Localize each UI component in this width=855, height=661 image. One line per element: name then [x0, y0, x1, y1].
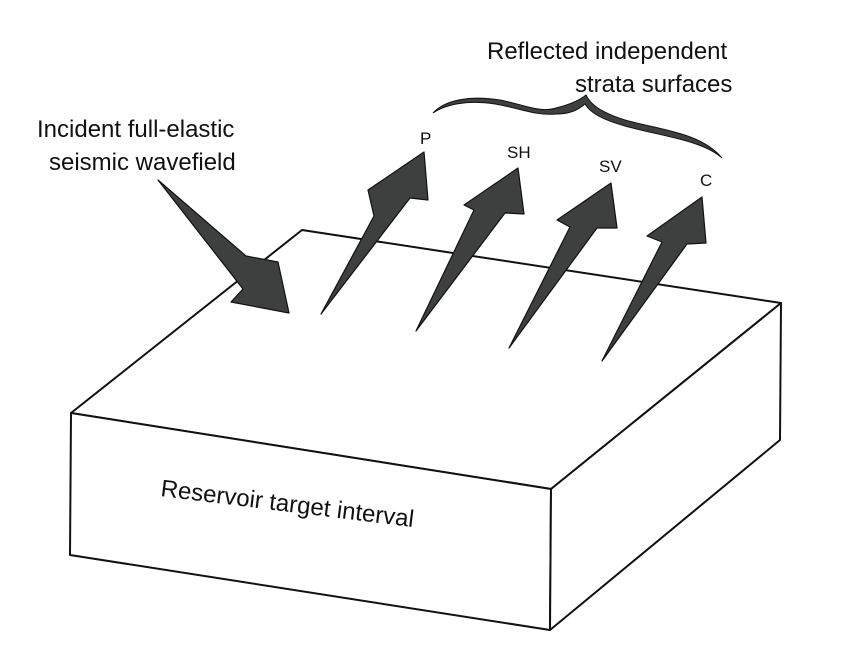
reflected-arrow-c	[601, 196, 707, 362]
reflected-arrow-sv	[508, 182, 618, 349]
wave-mode-label-sh: SH	[507, 143, 531, 162]
block-side-face	[549, 302, 782, 631]
reflected-label-line2: strata surfaces	[575, 71, 732, 98]
incident-wave-arrow	[157, 179, 290, 314]
reservoir-block	[69, 229, 782, 631]
reflected-label-line1: Reflected independent	[487, 38, 728, 65]
reflected-arrow-sh	[415, 167, 525, 332]
wave-mode-label-sv: SV	[599, 157, 622, 176]
incident-label-line2: seismic wavefield	[49, 149, 236, 176]
reflected-arrow-p	[320, 151, 429, 315]
wave-mode-label-p: P	[420, 129, 431, 148]
wave-mode-label-c: C	[700, 171, 712, 190]
incident-label-line1: Incident full-elastic	[37, 116, 234, 143]
curly-brace	[432, 94, 723, 159]
